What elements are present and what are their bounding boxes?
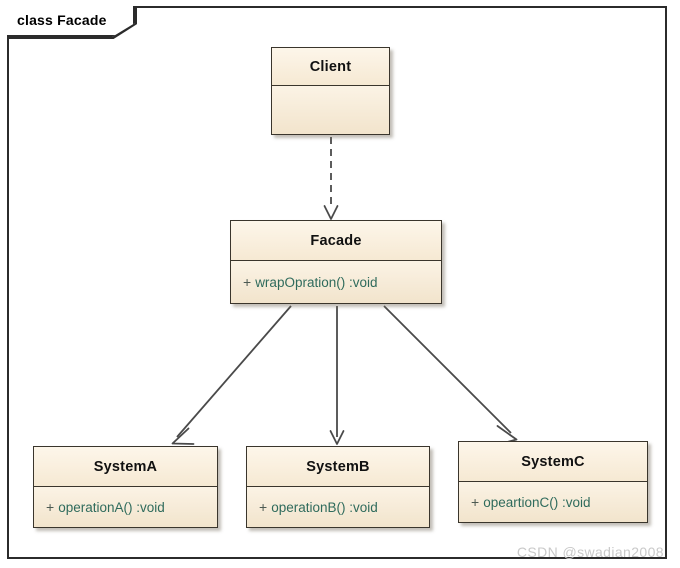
class-name-facade: Facade — [231, 221, 441, 261]
class-members-systemb: + operationB() :void — [247, 487, 429, 527]
class-name-systemb: SystemB — [247, 447, 429, 487]
watermark: CSDN @swadian2008 — [516, 544, 664, 560]
class-box-client[interactable]: Client — [271, 47, 390, 135]
member-signature: opeartionC() :void — [483, 494, 591, 510]
class-name-systemc: SystemC — [459, 442, 647, 482]
visibility-marker: + — [259, 499, 268, 515]
visibility-marker: + — [46, 499, 55, 515]
member-signature: operationB() :void — [271, 499, 378, 515]
member-signature: wrapOpration() :void — [255, 274, 378, 290]
member-signature: operationA() :void — [58, 499, 165, 515]
class-name-systema: SystemA — [34, 447, 217, 487]
class-members-systema: + operationA() :void — [34, 487, 217, 527]
visibility-marker: + — [471, 494, 480, 510]
class-box-systemc[interactable]: SystemC + opeartionC() :void — [458, 441, 648, 523]
visibility-marker: + — [243, 274, 252, 290]
class-members-systemc: + opeartionC() :void — [459, 482, 647, 522]
class-name-client: Client — [272, 48, 389, 86]
class-box-systema[interactable]: SystemA + operationA() :void — [33, 446, 218, 528]
class-box-systemb[interactable]: SystemB + operationB() :void — [246, 446, 430, 528]
class-members-client — [272, 86, 389, 134]
class-members-facade: + wrapOpration() :void — [231, 261, 441, 303]
class-box-facade[interactable]: Facade + wrapOpration() :void — [230, 220, 442, 304]
frame-label: class Facade — [7, 6, 135, 37]
